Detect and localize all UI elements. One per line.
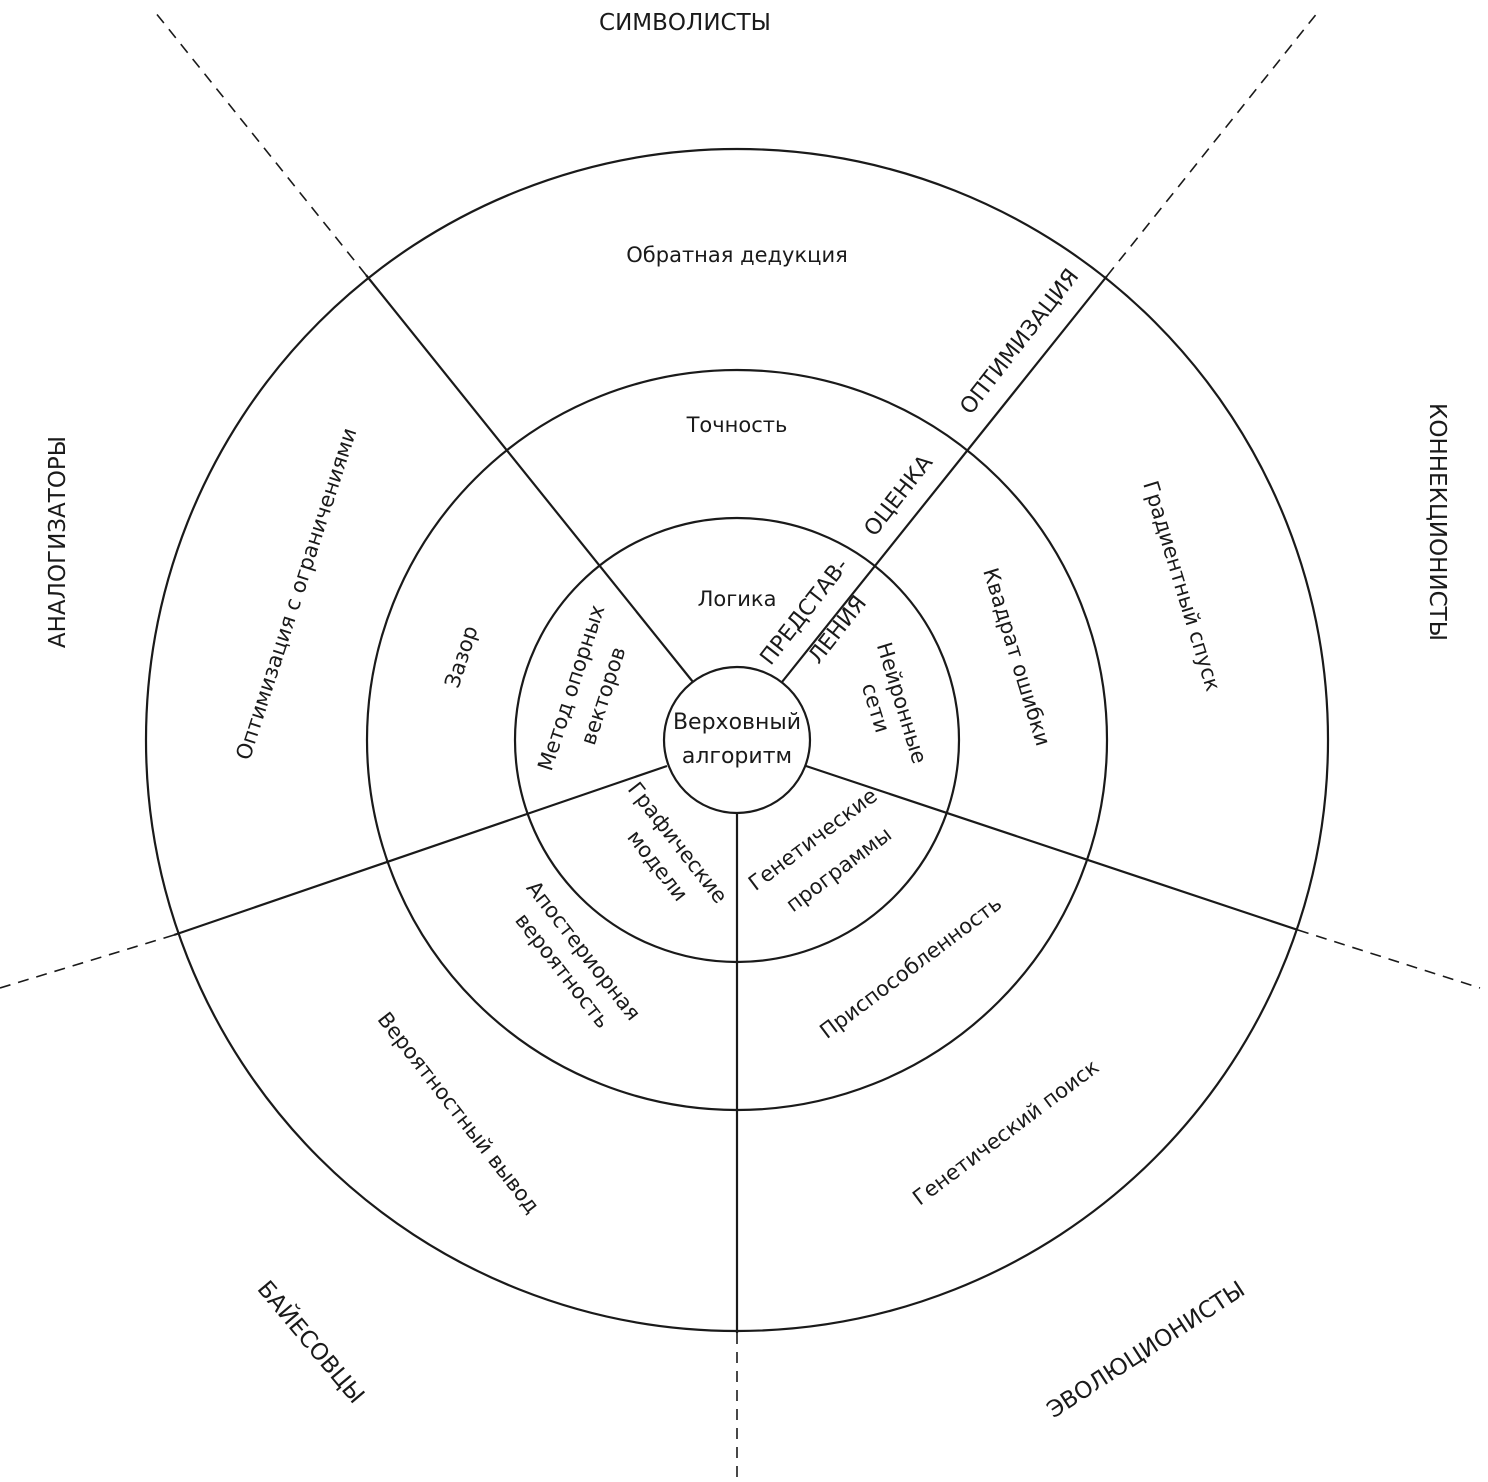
- school-evolutionaries: ЭВОЛЮЦИОНИСТЫ: [1043, 1277, 1250, 1424]
- center-circle: [662, 665, 812, 815]
- divider-symbolists-connectionists: [781, 275, 1108, 683]
- representation-symbolists: Логика: [698, 587, 777, 611]
- optimization-symbolists: Обратная дедукция: [626, 243, 847, 267]
- optimization-connectionists: Градиентный спуск: [1138, 478, 1225, 694]
- evaluation-symbolists: Точность: [686, 413, 788, 437]
- school-connectionists: КОННЕКЦИОНИСТЫ: [1424, 403, 1450, 641]
- optimization-analogizers: Оптимизация с ограничениями: [231, 425, 361, 763]
- evaluation-analogizers: Зазор: [440, 623, 483, 691]
- school-symbolists: СИМВОЛИСТЫ: [599, 10, 771, 36]
- divider-connectionists-evolutionaries: [805, 764, 1299, 932]
- divider-symbolists-analogizers: [365, 274, 694, 683]
- school-analogizers: АНАЛОГИЗАТОРЫ: [45, 436, 71, 648]
- divider-extension-top-right: [1106, 11, 1319, 277]
- evaluation-connectionists: Квадрат ошибки: [978, 565, 1055, 749]
- school-bayesians: БАЙЕСОВЦЫ: [252, 1275, 371, 1409]
- optimization-evolutionaries: Генетический поиск: [908, 1055, 1103, 1210]
- center-label-line1: Верховный: [673, 710, 801, 735]
- layer-label-optimization: ОПТИМИЗАЦИЯ: [955, 264, 1084, 419]
- divider-bayesians-analogizers: [173, 764, 668, 937]
- divider-extension-left: [0, 934, 175, 989]
- divider-extension-top-left: [154, 11, 367, 276]
- divider-extension-right: [1297, 929, 1481, 989]
- layer-label-evaluation: ОЦЕНКА: [860, 451, 939, 542]
- center-label-line2: алгоритм: [682, 744, 792, 769]
